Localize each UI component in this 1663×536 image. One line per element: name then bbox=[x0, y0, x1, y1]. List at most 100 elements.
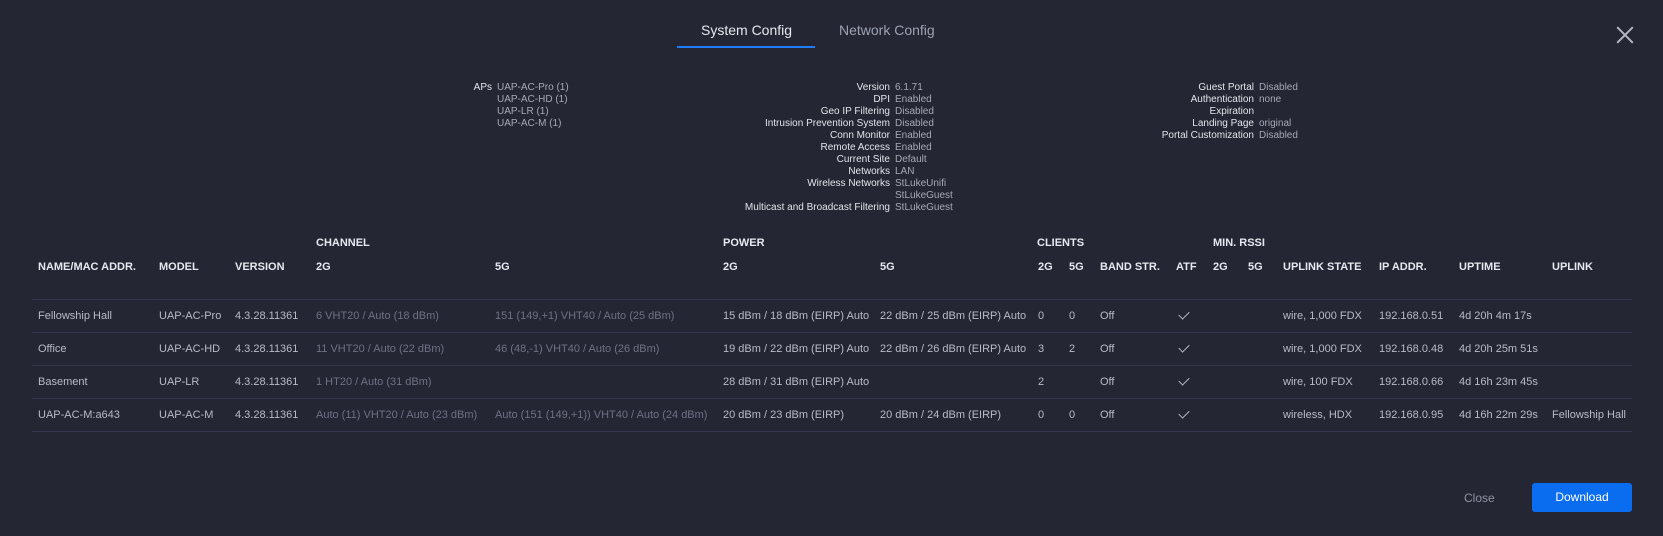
cell-rs5g bbox=[1242, 365, 1277, 399]
info-row: UAP-LR (1) bbox=[440, 106, 569, 118]
info-row: Guest Portal Disabled bbox=[1070, 82, 1298, 94]
cell-ch2g: Auto (11) VHT20 / Auto (23 dBm) bbox=[310, 398, 489, 432]
info-label: Portal Customization bbox=[1161, 130, 1254, 141]
table-header: NAME/MAC ADDR. MODEL VERSION 2G 5G 2G 5G 2G 5G BA… bbox=[32, 261, 1632, 300]
info-value: Enabled bbox=[895, 130, 932, 141]
cell-cl5g: 2 bbox=[1063, 332, 1094, 366]
column-header[interactable]: BAND STR. bbox=[1100, 261, 1160, 273]
column-header[interactable]: VERSION bbox=[235, 261, 285, 273]
download-button[interactable]: Download bbox=[1532, 483, 1632, 512]
cell-rs2g bbox=[1207, 332, 1242, 366]
cell-atf bbox=[1170, 365, 1207, 399]
column-header[interactable]: 2G bbox=[1038, 261, 1053, 273]
column-header[interactable]: UPLINK STATE bbox=[1283, 261, 1362, 273]
info-value: StLukeGuest bbox=[895, 202, 953, 213]
info-value: UAP-AC-HD (1) bbox=[497, 94, 568, 105]
cell-pw2g: 15 dBm / 18 dBm (EIRP) Auto bbox=[717, 299, 874, 333]
column-header[interactable]: UPTIME bbox=[1459, 261, 1501, 273]
column-header[interactable]: 2G bbox=[1213, 261, 1228, 273]
info-value: UAP-LR (1) bbox=[497, 106, 549, 117]
cell-pw2g: 28 dBm / 31 dBm (EIRP) Auto bbox=[717, 365, 874, 399]
cell-uplink-state: wire, 1,000 FDX bbox=[1277, 332, 1373, 366]
check-icon bbox=[1178, 341, 1190, 353]
cell-cl5g bbox=[1063, 365, 1094, 399]
column-header[interactable]: ATF bbox=[1176, 261, 1197, 273]
cell-ip: 192.168.0.95 bbox=[1373, 398, 1453, 432]
cell-cl2g: 3 bbox=[1032, 332, 1063, 366]
info-label: Current Site bbox=[836, 154, 890, 165]
tab-system-config[interactable]: System Config bbox=[701, 22, 793, 38]
info-value: Disabled bbox=[895, 106, 934, 117]
info-value: StLukeUnifi bbox=[895, 178, 947, 189]
info-value: UAP-AC-M (1) bbox=[497, 118, 562, 129]
info-value: Enabled bbox=[895, 142, 932, 153]
group-min-rssi: MIN. RSSI bbox=[1213, 237, 1265, 249]
info-row: Geo IP Filtering Disabled bbox=[600, 106, 953, 118]
info-value: none bbox=[1259, 94, 1282, 105]
cell-pw5g: 22 dBm / 26 dBm (EIRP) Auto bbox=[874, 332, 1032, 366]
cell-uptime: 4d 20h 25m 51s bbox=[1453, 332, 1546, 366]
cell-uplink-state: wire, 100 FDX bbox=[1277, 365, 1373, 399]
cell-ch5g: 151 (149,+1) VHT40 / Auto (25 dBm) bbox=[489, 299, 717, 333]
info-row: Landing Page original bbox=[1070, 118, 1298, 130]
column-header[interactable]: 5G bbox=[495, 261, 510, 273]
cell-ch2g: 1 HT20 / Auto (31 dBm) bbox=[310, 365, 489, 399]
cell-ch5g: Auto (151 (149,+1)) VHT40 / Auto (24 dBm… bbox=[489, 398, 717, 432]
cell-pw2g: 20 dBm / 23 dBm (EIRP) bbox=[717, 398, 874, 432]
info-value: StLukeGuest bbox=[895, 190, 953, 201]
close-button[interactable]: Close bbox=[1464, 491, 1495, 505]
column-header[interactable]: 5G bbox=[1069, 261, 1084, 273]
cell-version: 4.3.28.11361 bbox=[229, 332, 310, 366]
info-label: Remote Access bbox=[820, 142, 890, 153]
cell-uplink bbox=[1546, 365, 1632, 399]
column-header[interactable]: UPLINK bbox=[1552, 261, 1593, 273]
info-label bbox=[440, 118, 497, 130]
info-value: Disabled bbox=[1259, 82, 1298, 93]
info-value: original bbox=[1259, 118, 1292, 129]
cell-cl5g: 0 bbox=[1063, 299, 1094, 333]
info-value: Disabled bbox=[1259, 130, 1298, 141]
info-label: APs bbox=[473, 82, 492, 93]
info-label: Networks bbox=[848, 166, 890, 177]
cell-cl5g: 0 bbox=[1063, 398, 1094, 432]
cell-pw5g bbox=[874, 365, 1032, 399]
column-header[interactable]: 5G bbox=[1248, 261, 1263, 273]
cell-uplink bbox=[1546, 332, 1632, 366]
info-label: Landing Page bbox=[1192, 118, 1254, 129]
cell-rs2g bbox=[1207, 398, 1242, 432]
close-icon[interactable] bbox=[1614, 24, 1636, 46]
column-header[interactable]: 2G bbox=[723, 261, 738, 273]
cell-band: Off bbox=[1094, 299, 1170, 333]
cell-ch2g: 11 VHT20 / Auto (22 dBm) bbox=[310, 332, 489, 366]
info-value: Default bbox=[895, 154, 927, 165]
cell-ip: 192.168.0.51 bbox=[1373, 299, 1453, 333]
cell-ch5g bbox=[489, 365, 717, 399]
column-header[interactable]: 2G bbox=[316, 261, 331, 273]
cell-ch2g: 6 VHT20 / Auto (18 dBm) bbox=[310, 299, 489, 333]
column-header[interactable]: NAME/MAC ADDR. bbox=[38, 261, 136, 273]
cell-version: 4.3.28.11361 bbox=[229, 365, 310, 399]
cell-pw2g: 19 dBm / 22 dBm (EIRP) Auto bbox=[717, 332, 874, 366]
cell-model: UAP-LR bbox=[153, 365, 229, 399]
column-header[interactable]: IP ADDR. bbox=[1379, 261, 1427, 273]
tab-network-config[interactable]: Network Config bbox=[839, 22, 935, 38]
info-label: Geo IP Filtering bbox=[820, 106, 890, 117]
info-value: Enabled bbox=[895, 94, 932, 105]
cell-model: UAP-AC-M bbox=[153, 398, 229, 432]
check-icon bbox=[1178, 308, 1190, 320]
info-value: Disabled bbox=[895, 118, 934, 129]
column-header[interactable]: 5G bbox=[880, 261, 895, 273]
column-header[interactable]: MODEL bbox=[159, 261, 199, 273]
info-row: Portal Customization Disabled bbox=[1070, 130, 1298, 142]
info-label: Guest Portal bbox=[1198, 82, 1254, 93]
check-icon bbox=[1178, 407, 1190, 419]
